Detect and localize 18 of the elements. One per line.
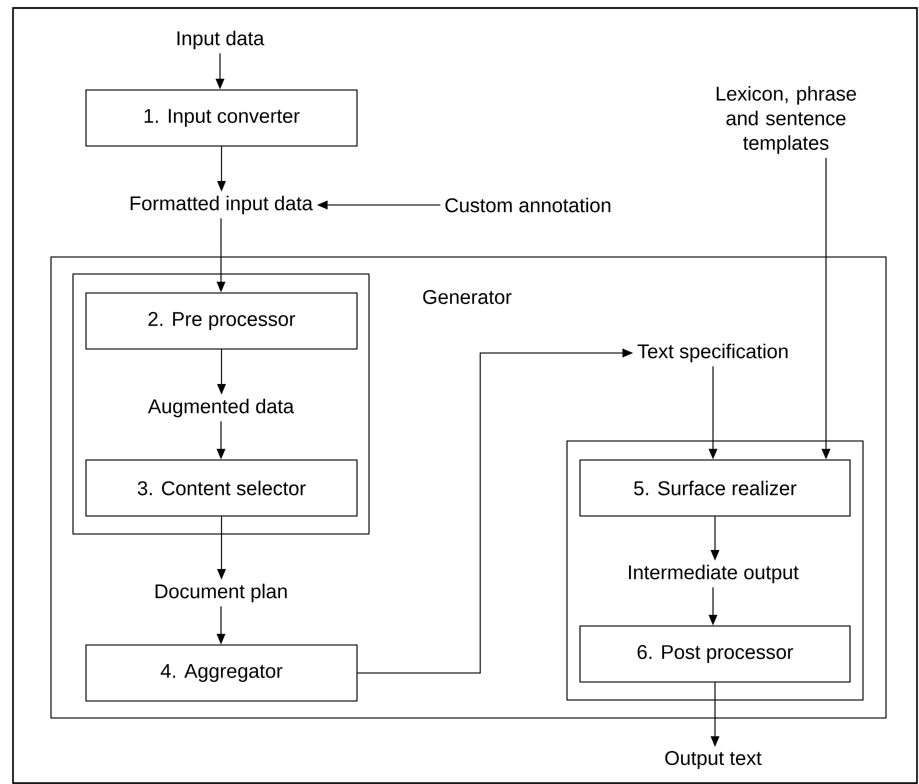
process-box: 2. Pre processor xyxy=(85,292,358,350)
data-label: Input data xyxy=(178,30,264,50)
data-label: Output text xyxy=(665,751,762,770)
data-label: Augmented data xyxy=(148,398,294,418)
process-box: 6. Post processor xyxy=(579,625,851,683)
process-box: 3. Content selector xyxy=(85,459,358,517)
group-label: Generator xyxy=(423,290,512,304)
data-label: Text specification xyxy=(638,344,788,362)
process-box: 5. Surface realizer xyxy=(579,459,851,517)
data-label: Lexicon, phrase and sentence templates xyxy=(716,86,856,154)
data-label: Document plan xyxy=(156,584,287,602)
process-box: 4. Aggregator xyxy=(85,644,358,702)
data-label: Custom annotation xyxy=(445,198,610,212)
group-box xyxy=(566,440,864,701)
data-label: Formatted input data xyxy=(130,196,313,214)
group-box xyxy=(72,273,370,535)
process-box: 1. Input converter xyxy=(85,89,358,147)
data-label: Intermediate output xyxy=(629,564,799,584)
